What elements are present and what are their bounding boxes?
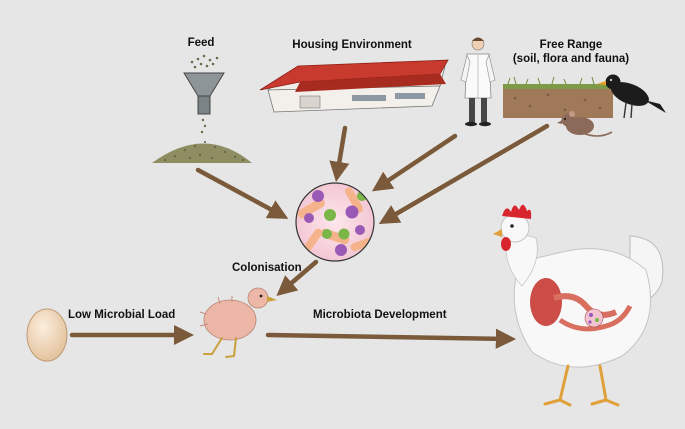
arrows — [69, 123, 550, 349]
arrow-freerange-to-gut — [378, 123, 550, 225]
arrow-staff-to-gut — [371, 133, 458, 192]
free-range-subtitle: (soil, flora and fauna) — [512, 53, 630, 66]
staff-icon — [460, 37, 496, 127]
free-range-title: Free Range — [539, 39, 603, 51]
gut-microbiota-icon — [295, 182, 375, 262]
egg-icon — [26, 308, 68, 362]
blackbird-icon — [597, 74, 666, 119]
feed-icon — [152, 54, 252, 163]
arrow-gut-to-chick — [276, 259, 319, 296]
free-range-label: Free Range (soil, flora and fauna) — [513, 38, 629, 67]
microbiota-development-label: Microbiota Development — [313, 309, 447, 321]
low-microbial-load-label: Low Microbial Load — [68, 309, 176, 321]
arrow-chick-to-hen — [265, 328, 517, 349]
barn-icon — [259, 59, 449, 113]
feed-label: Feed — [187, 37, 215, 49]
soil-icon — [503, 76, 613, 118]
housing-environment-label: Housing Environment — [292, 39, 412, 51]
arrow-feed-to-gut — [195, 167, 289, 219]
rat-icon — [557, 111, 613, 137]
chick-icon — [199, 287, 277, 358]
arrow-housing-to-gut — [329, 125, 350, 182]
colonisation-label: Colonisation — [232, 262, 302, 274]
hen-icon — [493, 204, 664, 407]
